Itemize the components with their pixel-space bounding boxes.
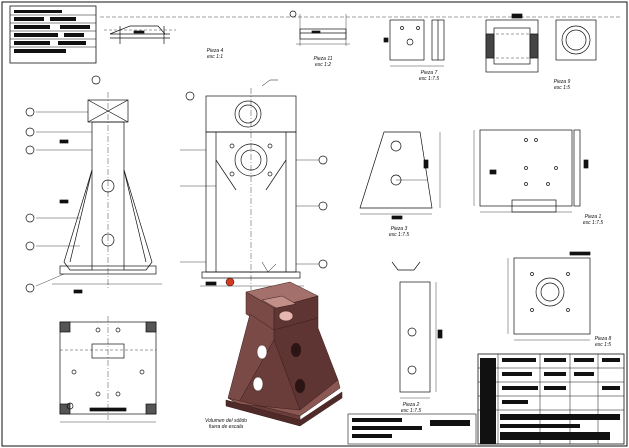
pieza-9-title: Pieza 9 [553, 79, 571, 85]
pieza-8-scale: esc 1:5 [594, 342, 612, 348]
iso-solid [225, 281, 343, 427]
pieza-3-scale: esc 1:7.5 [388, 232, 410, 238]
view-front-elevation [35, 92, 162, 294]
pieza-9-scale: esc 1:5 [553, 85, 571, 91]
view-side-elevation [180, 79, 320, 290]
pieza-7-title: Pieza 7 [420, 70, 438, 76]
view-pieza-3 [359, 131, 441, 220]
pieza-1-scale: esc 1:7.5 [582, 220, 604, 226]
view-pieza-2 [391, 261, 443, 399]
pieza-3-title: Pieza 3 [390, 226, 408, 232]
title-block [477, 353, 625, 445]
info-block [9, 5, 97, 64]
pieza-11-scale: esc 1:2 [314, 62, 332, 68]
view-pieza-7 [383, 19, 445, 67]
view-pieza-9 [485, 13, 597, 73]
view-pieza-8 [507, 251, 591, 341]
callout-balloons-centre [318, 155, 328, 269]
pieza-11-title: Pieza 11 [313, 56, 333, 62]
pieza-8-title: Pieza 8 [594, 336, 612, 342]
pieza-1-title: Pieza 1 [584, 214, 602, 220]
view-pieza-4 [104, 25, 176, 44]
pieza-4-scale: esc 1:1 [206, 54, 224, 60]
bottom-strip [347, 413, 477, 445]
pieza-2-title: Pieza 2 [402, 402, 420, 408]
callout-balloons-left [25, 75, 195, 293]
view-plan [59, 316, 157, 423]
pieza-4-title: Pieza 4 [206, 48, 224, 54]
iso-caption-line1: Volumen del sólido [204, 418, 248, 424]
view-pieza-1 [473, 129, 589, 213]
view-pieza-11 [289, 10, 350, 46]
marker-dot [225, 277, 235, 287]
pieza-7-scale: esc 1:7.5 [418, 76, 440, 82]
iso-caption-line2: fuera de escala [208, 424, 244, 430]
pieza-2-scale: esc 1:7.5 [400, 408, 422, 414]
